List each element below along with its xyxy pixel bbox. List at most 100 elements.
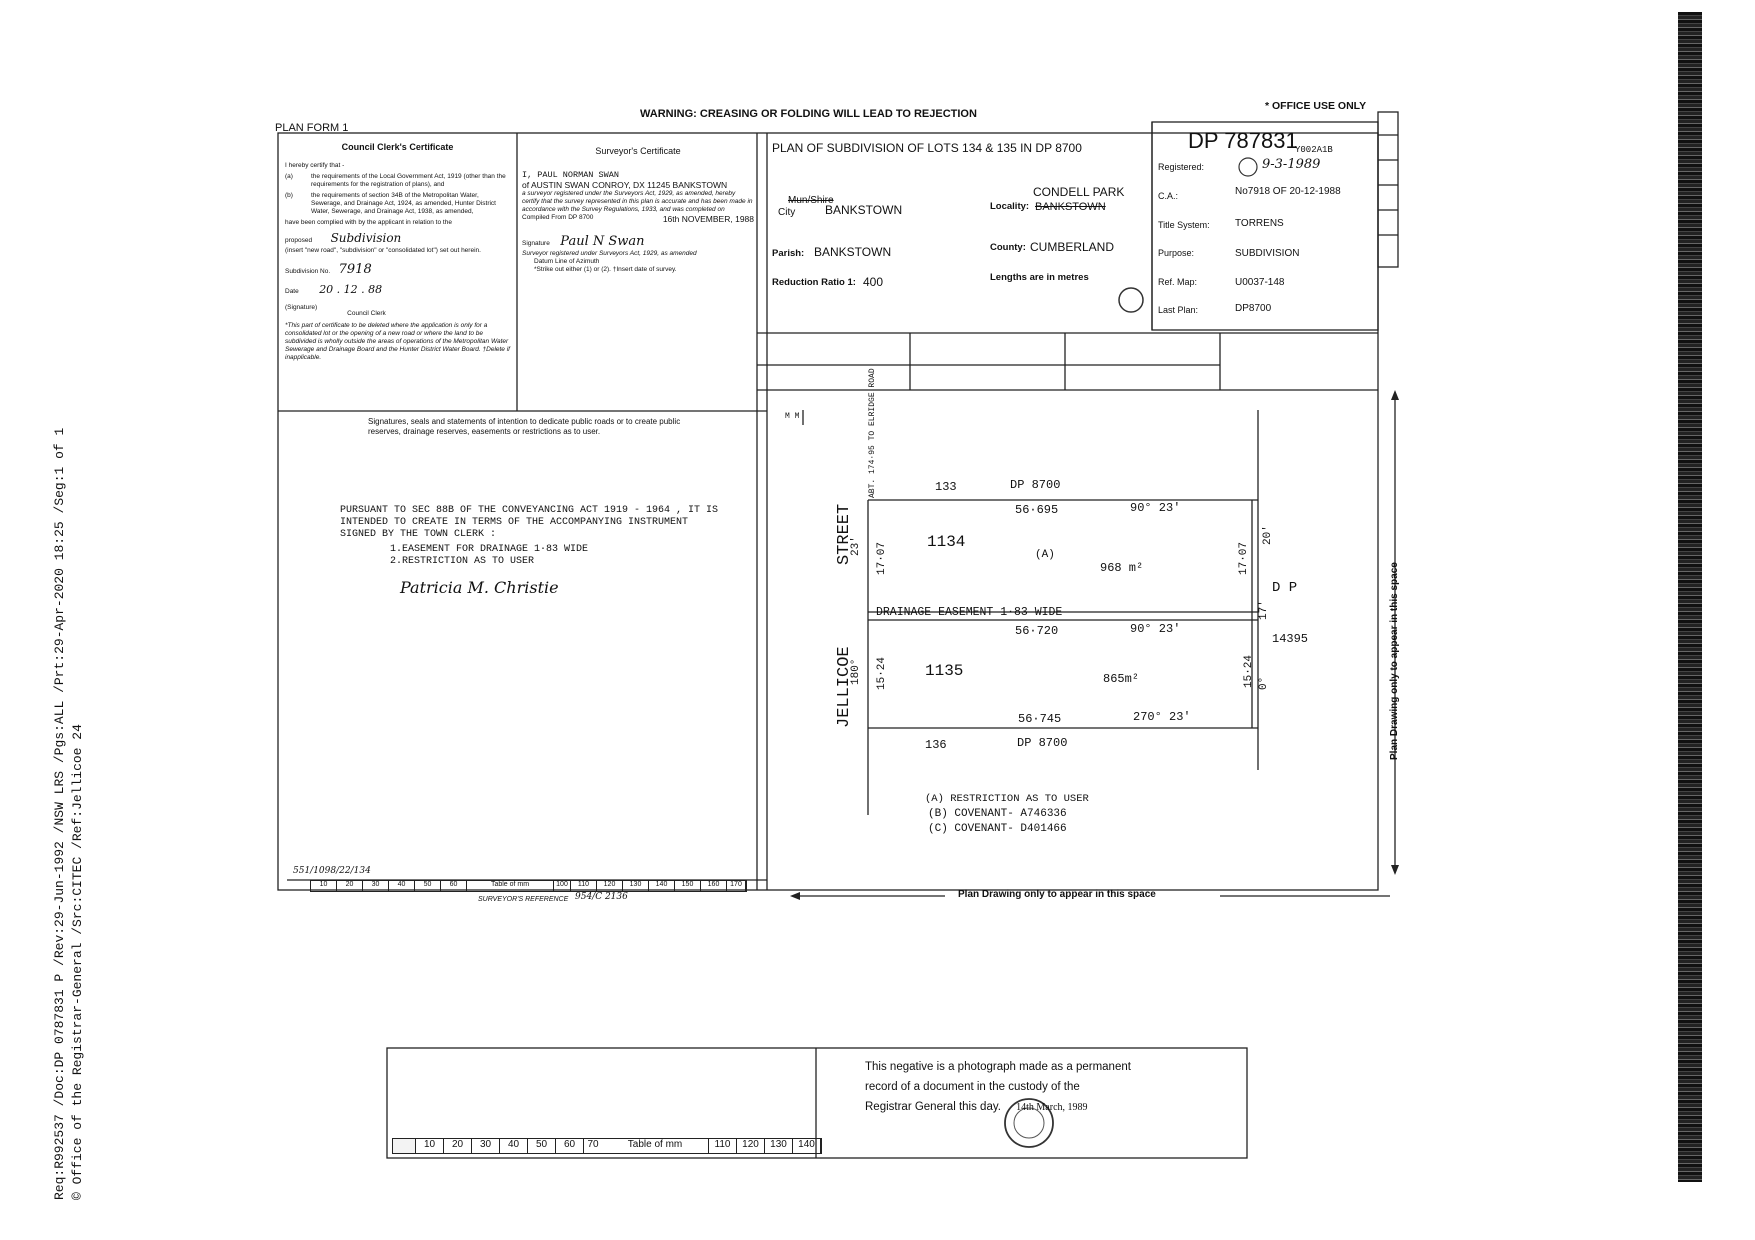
council-insert-note: (insert "new road", "subdivision" or "co…: [285, 247, 481, 254]
ruler-mark: 30: [363, 881, 389, 891]
locality-label: Locality:: [990, 201, 1030, 212]
ruler-mark: 160: [701, 881, 727, 891]
ruler-mark: 130: [765, 1139, 793, 1153]
restriction-mark-a: (A): [1035, 549, 1055, 561]
county-label: County:: [990, 242, 1026, 253]
dp-top: DP 8700: [1010, 478, 1061, 492]
ruler-mark: 140: [793, 1139, 821, 1153]
street-distance: ABT. 174·95 TO ELRIDGE ROAD: [868, 368, 877, 498]
ruler-mark: 170: [727, 881, 746, 891]
parish-value: BANKSTOWN: [814, 245, 892, 259]
locality-value: CONDELL PARK: [1033, 185, 1125, 199]
surveyor-strike: *Strike out either (1) or (2). †Insert d…: [534, 266, 677, 273]
council-a-text: the requirements of the Local Government…: [311, 173, 506, 188]
plan-title: PLAN OF SUBDIVISION OF LOTS 134 & 135 IN…: [772, 141, 1082, 155]
council-date-value: 20 . 12 . 88: [319, 283, 383, 296]
council-proposed-label: proposed: [285, 237, 313, 244]
ruler-mark: 40: [389, 881, 415, 891]
registered-label: Registered:: [1158, 162, 1205, 172]
ruler-mark: 110: [571, 881, 597, 891]
ruler-mark: 20: [444, 1139, 472, 1153]
surveyor-ref-label: SURVEYOR'S REFERENCE: [478, 896, 569, 903]
ruler-mark: 50: [415, 881, 441, 891]
ratio-label: Reduction Ratio 1:: [772, 277, 856, 288]
dp-right-label: D P: [1272, 580, 1298, 596]
street-width-1: 23': [850, 536, 862, 556]
council-cert-title: Council Clerk's Certificate: [341, 142, 454, 152]
drainage-easement: DRAINAGE EASEMENT 1·83 WIDE: [876, 606, 1063, 619]
ruler-mark: 50: [528, 1139, 556, 1153]
ruler-mark: 100: [554, 881, 571, 891]
area-1134: 968 m²: [1100, 561, 1144, 575]
dp-number: DP 787831: [1188, 128, 1298, 153]
council-clerk-label: Council Clerk: [347, 310, 386, 317]
ruler-mark: Table of mm: [467, 881, 554, 891]
side-1134-right: 17·07: [1238, 541, 1250, 575]
negative-text-2: record of a document in the custody of t…: [865, 1081, 1080, 1093]
legend-c: (C) COVENANT- D401466: [928, 823, 1067, 835]
office-use-label: * OFFICE USE ONLY: [1265, 100, 1367, 112]
surveyor-of: of AUSTIN SWAN CONROY, DX 11245 BANKSTOW…: [522, 180, 728, 190]
surveyor-signature-label: Signature: [522, 240, 550, 247]
right-bearing-17: 17': [1258, 600, 1270, 620]
plan-form-label: PLAN FORM 1: [275, 122, 349, 134]
dim-middle: 56·720: [1015, 624, 1059, 638]
ca-value: No7918 OF 20-12-1988: [1235, 186, 1341, 197]
surveyor-compiled: Compiled From DP 8700: [522, 214, 594, 221]
purpose-label: Purpose:: [1158, 248, 1195, 258]
lot-133: 133: [935, 480, 957, 494]
city-value: BANKSTOWN: [825, 203, 903, 217]
council-proposed-value: Subdivision: [330, 231, 402, 245]
legend-a: (A) RESTRICTION AS TO USER: [925, 793, 1089, 805]
scan-edge-strip: [1678, 12, 1702, 1182]
surveyor-footer: Surveyor registered under Surveyors Act,…: [522, 250, 697, 257]
purpose-value: SUBDIVISION: [1235, 248, 1300, 259]
ruler-mark: 120: [737, 1139, 765, 1153]
ruler-mark: 70: [587, 1139, 599, 1150]
surveyor-datum: Datum Line of Azimuth: [534, 258, 600, 265]
council-certify: I hereby certify that -: [285, 162, 345, 169]
ruler-mark: Table of mm: [602, 1139, 709, 1153]
ref-map-value: U0037-148: [1235, 277, 1285, 288]
council-signature-label: (Signature): [285, 304, 318, 311]
dp-subnumber: Y002A1B: [1295, 145, 1333, 155]
council-complied: have been complied with by the applicant…: [285, 219, 452, 226]
lot-1134: 1134: [927, 533, 966, 551]
council-footnote: *This part of certificate to be deleted …: [285, 322, 510, 361]
negative-date: 14th March, 1989: [1016, 1102, 1088, 1113]
council-b-text: the requirements of section 34B of the M…: [311, 192, 496, 215]
dp-bottom: DP 8700: [1017, 736, 1068, 750]
dim-bottom: 56·745: [1018, 712, 1062, 726]
side-1135-left: 15·24: [876, 656, 888, 690]
area-1135: 865m²: [1103, 672, 1140, 686]
council-date-label: Date: [285, 288, 299, 295]
lengths-note: Lengths are in metres: [990, 272, 1089, 283]
plan-space-note-bottom: Plan Drawing only to appear in this spac…: [958, 889, 1156, 900]
subdivision-no-label: Subdivision No.: [285, 268, 331, 275]
negative-text-3: Registrar General this day.: [865, 1101, 1001, 1113]
statements-heading: Signatures, seals and statements of inte…: [368, 417, 681, 436]
dp-right-number: 14395: [1272, 632, 1309, 646]
locality-struck: BANKSTOWN: [1035, 201, 1106, 213]
bearing-right-1: 20': [1262, 525, 1274, 545]
pursuant-text: PURSUANT TO SEC 88B OF THE CONVEYANCING …: [340, 505, 719, 540]
statement-item1: 1.EASEMENT FOR DRAINAGE 1·83 WIDE: [390, 544, 589, 555]
ruler-mark: [393, 1139, 416, 1153]
bearing-top: 90° 23': [1130, 501, 1181, 515]
right-bearing-0: 0°: [1258, 676, 1270, 690]
ca-label: C.A.:: [1158, 191, 1179, 201]
ruler-mark: 10: [416, 1139, 444, 1153]
surveyor-ref-value: 954/C 2136: [575, 892, 628, 902]
ruler-mark: 140: [649, 881, 675, 891]
ref-note: 551/1098/22/134: [293, 866, 371, 876]
town-clerk-signature: Patricia M. Christie: [400, 578, 559, 597]
ruler-mark: 60: [556, 1139, 584, 1153]
subdivision-no-value: 7918: [338, 262, 372, 277]
ruler-mark: 60: [441, 881, 467, 891]
ruler-mark: 40: [500, 1139, 528, 1153]
registered-value: 9-3-1989: [1262, 157, 1321, 172]
plan-space-note-right: Plan Drawing only to appear in this spac…: [1389, 562, 1400, 760]
last-plan-label: Last Plan:: [1158, 305, 1199, 315]
street-width-2: 180°: [850, 658, 862, 685]
